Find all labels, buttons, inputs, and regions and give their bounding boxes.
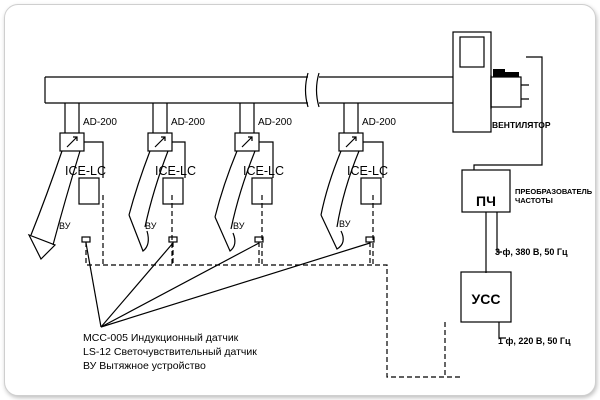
power-1ph-label: 1 ф, 220 В, 50 Гц: [498, 336, 571, 346]
hood-icon: [320, 214, 344, 250]
signal-lines: [85, 195, 461, 378]
hood-label: ВУ: [59, 221, 71, 231]
controller-box: [78, 177, 100, 205]
damper-label: AD-200: [171, 117, 205, 128]
legend-item-2: LS-12 Светочувствительный датчик: [83, 346, 257, 358]
damper-label: AD-200: [258, 117, 292, 128]
damper-arrow-icon: [154, 136, 166, 148]
controller-label: ICE-LC: [155, 164, 196, 178]
converter-caption-line2: ЧАСТОТЫ: [515, 196, 553, 205]
controller-label: ICE-LC: [65, 164, 106, 178]
legend: МСС-005 Индукционный датчик LS-12 Светоч…: [83, 332, 257, 372]
hood-label: ВУ: [145, 221, 157, 231]
legend-item-3: ВУ Вытяжное устройство: [83, 360, 206, 372]
hood-icon: [214, 216, 236, 252]
controller-label: ICE-LC: [347, 164, 388, 178]
damper-label: AD-200: [362, 117, 396, 128]
branch-duct: [152, 103, 168, 133]
damper-arrow-icon: [66, 136, 78, 148]
station-1: AD-200 ICE-LC ВУ: [27, 103, 117, 261]
hood-icon: [128, 214, 149, 252]
damper-label: AD-200: [83, 117, 117, 128]
legend-item-1: МСС-005 Индукционный датчик: [83, 332, 239, 344]
station-4: AD-200 ICE-LC ВУ: [320, 103, 396, 250]
legend-leader-lines: [85, 242, 371, 328]
main-duct: [44, 72, 453, 108]
branch-duct: [239, 103, 255, 133]
station-3: AD-200 ICE-LC ВУ: [214, 103, 292, 252]
diagram-frame: ВЕНТИЛЯТОР ПЧ ПРЕОБРАЗОВАТЕЛЬ ЧАСТОТЫ 3 …: [4, 4, 596, 396]
converter-label: ПЧ: [476, 193, 496, 209]
hood-duct: [320, 150, 360, 228]
controller-box: [360, 177, 382, 205]
fan-power-line: [473, 56, 543, 170]
branch-duct: [343, 103, 359, 133]
damper-arrow-icon: [241, 136, 253, 148]
power-3ph-label: 3 ф, 380 В, 50 Гц: [495, 247, 568, 257]
power-1ph-line: [498, 322, 506, 339]
hood-icon: [27, 233, 57, 261]
branch-duct: [64, 103, 80, 133]
controller-box: [251, 177, 273, 205]
fan: [452, 31, 529, 133]
ucc-label: УСС: [472, 291, 501, 307]
ucc-box: [460, 271, 512, 323]
hood-duct: [214, 150, 256, 230]
ventilation-diagram: ВЕНТИЛЯТОР ПЧ ПРЕОБРАЗОВАТЕЛЬ ЧАСТОТЫ 3 …: [27, 31, 593, 378]
fan-label: ВЕНТИЛЯТОР: [492, 120, 551, 130]
hood-duct: [30, 150, 81, 246]
hood-duct: [128, 150, 169, 228]
controller-box: [162, 177, 184, 205]
converter-caption-line1: ПРЕОБРАЗОВАТЕЛЬ: [515, 187, 593, 196]
hood-label: ВУ: [233, 221, 245, 231]
power-3ph-line: [496, 212, 502, 253]
sensor-icon: [254, 236, 264, 243]
controller-label: ICE-LC: [243, 164, 284, 178]
sensor-icon: [81, 236, 91, 243]
station-2: AD-200 ICE-LC ВУ: [128, 103, 205, 252]
sensor-icon: [365, 236, 375, 243]
damper-arrow-icon: [345, 136, 357, 148]
hood-label: ВУ: [339, 219, 351, 229]
sensor-icon: [168, 236, 178, 243]
